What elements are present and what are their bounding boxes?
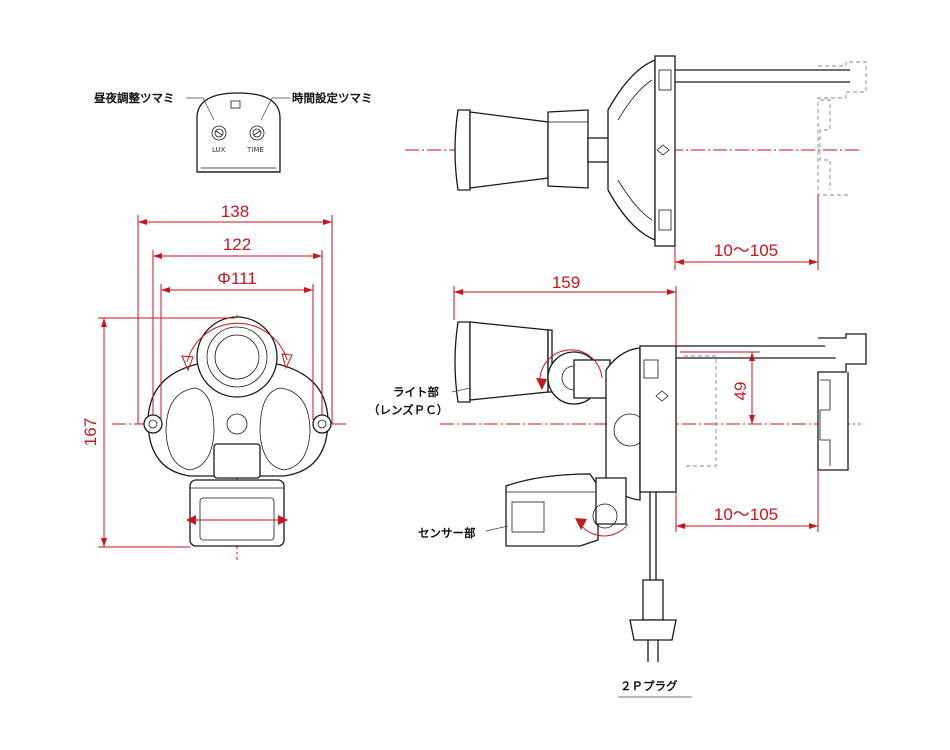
dim-top-depth-range: 10〜105 <box>714 241 778 260</box>
dim-mount-width: 122 <box>223 235 251 254</box>
lux-knob-label: 昼夜調整ツマミ <box>93 91 175 105</box>
plug-label: ２Ｐプラグ <box>620 679 678 693</box>
dim-arm-height: 49 <box>731 382 750 401</box>
dim-phi: Φ111 <box>217 269 256 288</box>
dim-bottom-depth-range: 10〜105 <box>714 505 778 524</box>
lux-mark: LUX <box>212 146 226 154</box>
dim-overall-height: 167 <box>81 418 100 446</box>
time-knob-label: 時間設定ツマミ <box>292 91 373 105</box>
time-knob-icon <box>249 125 265 141</box>
dim-side-depth: 159 <box>552 273 580 292</box>
light-part-label: ライト部 <box>393 385 439 399</box>
front-view: 138 122 Φ111 167 <box>81 202 348 560</box>
sensor-part-label: センサー部 <box>418 526 476 540</box>
lux-knob-icon <box>211 125 227 141</box>
time-mark: TIME <box>246 146 264 154</box>
side-view-bottom: 159 49 10〜105 ライト部 （レンズＰＣ） センサー部 ２Ｐプラグ <box>368 273 867 698</box>
side-view-top: 10〜105 <box>405 55 867 270</box>
control-panel-detail: LUX TIME 昼夜調整ツマミ 時間設定ツマミ <box>93 91 373 173</box>
dim-overall-width: 138 <box>221 202 249 221</box>
light-material-label: （レンズＰＣ） <box>368 403 448 417</box>
